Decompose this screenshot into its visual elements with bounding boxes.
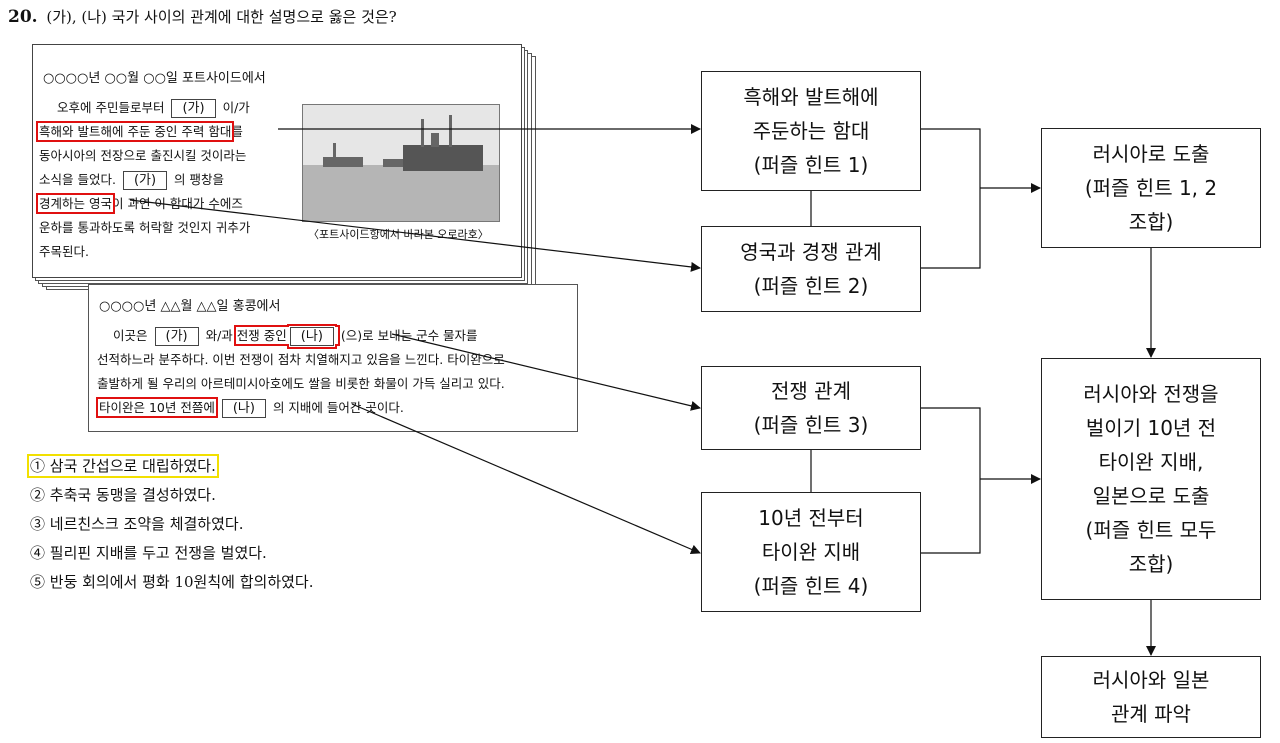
ship-shape xyxy=(323,157,363,167)
box-line: 일본으로 도출 xyxy=(1092,484,1210,508)
box-line: (퍼즐 힌트 4) xyxy=(753,574,869,598)
box-line: 러시아와 일본 xyxy=(1092,668,1210,692)
blank-ga: (가) xyxy=(171,99,216,118)
text: 이/가 xyxy=(222,100,250,115)
diary2-line1: 이곳은 (가) 와/과 전쟁 중인(나) (으)로 보내는 군수 물자를 xyxy=(113,323,478,348)
ship-funnel xyxy=(431,133,439,147)
choice-1[interactable]: ① 삼국 간섭으로 대립하였다. xyxy=(27,452,314,481)
diary1-line2: 흑해와 발트해에 주둔 중인 주력 함대를 xyxy=(35,119,243,144)
choice-4[interactable]: ④ 필리핀 지배를 두고 전쟁을 벌였다. xyxy=(30,544,267,562)
arrow-taiwan-to-hint4 xyxy=(351,403,701,555)
answer-choices: ① 삼국 간섭으로 대립하였다. ② 추축국 동맹을 결성하였다. ③ 네르친스… xyxy=(27,452,314,597)
highlight-britain: 경계하는 영국 xyxy=(36,193,115,214)
box-line: 관계 파악 xyxy=(1111,702,1191,726)
box-line: 조합) xyxy=(1128,552,1174,576)
diary-hongkong: ○○○○년 △△월 △△일 홍콩에서 이곳은 (가) 와/과 전쟁 중인(나) … xyxy=(88,284,578,432)
box-line: 러시아와 전쟁을 xyxy=(1083,382,1219,406)
text: 의 지배에 들어간 곳이다. xyxy=(272,400,404,415)
text: 전쟁 중인 xyxy=(236,328,287,343)
diary1-title: ○○○○년 ○○월 ○○일 포트사이드에서 xyxy=(43,71,266,86)
box-line: 전쟁 관계 xyxy=(771,379,851,403)
question-text: (가), (나) 국가 사이의 관계에 대한 설명으로 옳은 것은? xyxy=(46,8,397,26)
highlight-fleet: 흑해와 발트해에 주둔 중인 주력 함대 xyxy=(35,121,235,142)
box-line: 흑해와 발트해에 xyxy=(743,85,879,109)
ship-shape xyxy=(403,145,483,171)
hint3-box: 전쟁 관계 (퍼즐 힌트 3) xyxy=(701,366,921,450)
blank-ga: (가) xyxy=(122,171,168,190)
bracket-hint3-4 xyxy=(921,407,981,554)
warship-photo xyxy=(302,104,500,222)
hint1-box: 흑해와 발트해에 주둔하는 함대 (퍼즐 힌트 1) xyxy=(701,71,921,191)
box-line: 벌이기 10년 전 xyxy=(1085,416,1217,440)
diary2-title: ○○○○년 △△월 △△일 홍콩에서 xyxy=(99,299,281,314)
text: 를 xyxy=(231,124,243,139)
arrow-britain-to-hint2 xyxy=(129,199,701,272)
diary2-line2: 선적하느라 분주하다. 이번 전쟁이 점차 치열해지고 있음을 느낀다. 타이완… xyxy=(97,352,505,367)
bracket-hint1-2 xyxy=(921,128,981,269)
diary1-line3: 동아시아의 전장으로 출진시킬 것이라는 xyxy=(39,148,247,163)
hint4-box: 10년 전부터 타이완 지배 (퍼즐 힌트 4) xyxy=(701,492,921,612)
hint2-box: 영국과 경쟁 관계 (퍼즐 힌트 2) xyxy=(701,226,921,312)
box-line: 조합) xyxy=(1128,210,1174,234)
choice-text: ① 삼국 간섭으로 대립하였다. xyxy=(27,454,219,478)
text: 타이완은 10년 전쯤에 xyxy=(99,400,215,415)
ship-shape xyxy=(383,159,413,167)
photo-sea xyxy=(303,165,499,221)
question-header: 20. (가), (나) 국가 사이의 관계에 대한 설명으로 옳은 것은? xyxy=(8,6,397,27)
diary1-line1: 오후에 주민들로부터 (가) 이/가 xyxy=(57,95,250,120)
text: (으)로 보내는 군수 물자를 xyxy=(340,328,478,343)
diary1-line7: 주목된다. xyxy=(39,244,89,259)
text: 오후에 주민들로부터 xyxy=(57,100,165,115)
russia-result-box: 러시아로 도출 (퍼즐 힌트 1, 2 조합) xyxy=(1041,128,1261,248)
choice-3[interactable]: ③ 네르친스크 조약을 체결하였다. xyxy=(30,515,244,533)
blank-na: (나) xyxy=(289,327,334,346)
blank-na: (나) xyxy=(221,399,266,418)
box-line: 타이완 지배, xyxy=(1098,450,1204,474)
ship-mast xyxy=(449,115,452,147)
choice-5[interactable]: ⑤ 반둥 회의에서 평화 10원칙에 합의하였다. xyxy=(30,573,314,591)
arrow-war-to-hint3 xyxy=(391,333,701,411)
question-number: 20. xyxy=(8,7,38,27)
diary2-line4: 타이완은 10년 전쯤에 (나) 의 지배에 들어간 곳이다. xyxy=(96,395,404,420)
box-line: 타이완 지배 xyxy=(761,540,861,564)
diary1-line5: 경계하는 영국이 과연 이 함대가 수에즈 xyxy=(36,191,243,216)
text: 이곳은 xyxy=(113,328,148,343)
box-line: (퍼즐 힌트 모두 xyxy=(1085,518,1217,542)
blank-ga: (가) xyxy=(154,327,199,346)
box-line: 러시아로 도출 xyxy=(1092,142,1210,166)
box-line: 10년 전부터 xyxy=(758,506,864,530)
box-line: (퍼즐 힌트 1, 2 xyxy=(1084,176,1218,200)
diary1-line4: 소식을 들었다. (가) 의 팽창을 xyxy=(39,167,224,192)
text: 소식을 들었다. xyxy=(39,172,116,187)
box-line: (퍼즐 힌트 1) xyxy=(753,153,869,177)
diary1-line6: 운하를 통과하도록 허락할 것인지 귀추가 xyxy=(39,220,251,235)
ship-mast xyxy=(421,119,424,147)
text: 이 과연 이 함대가 수에즈 xyxy=(111,196,243,211)
box-line: (퍼즐 힌트 2) xyxy=(753,274,869,298)
text: 의 팽창을 xyxy=(174,172,225,187)
box-line: (퍼즐 힌트 3) xyxy=(753,413,869,437)
final-box: 러시아와 일본 관계 파악 xyxy=(1041,656,1261,738)
ship-mast xyxy=(333,143,336,159)
diary2-line3: 출발하게 될 우리의 아르테미시아호에도 쌀을 비롯한 화물이 가득 실리고 있… xyxy=(97,376,505,391)
japan-result-box: 러시아와 전쟁을 벌이기 10년 전 타이완 지배, 일본으로 도출 (퍼즐 힌… xyxy=(1041,358,1261,600)
highlight-at-war: 전쟁 중인(나) xyxy=(233,325,340,346)
choice-2[interactable]: ② 추축국 동맹을 결성하였다. xyxy=(30,486,216,504)
highlight-taiwan: 타이완은 10년 전쯤에 xyxy=(96,397,218,418)
box-line: 영국과 경쟁 관계 xyxy=(740,240,882,264)
text: 와/과 xyxy=(205,328,233,343)
box-line: 주둔하는 함대 xyxy=(752,119,870,143)
